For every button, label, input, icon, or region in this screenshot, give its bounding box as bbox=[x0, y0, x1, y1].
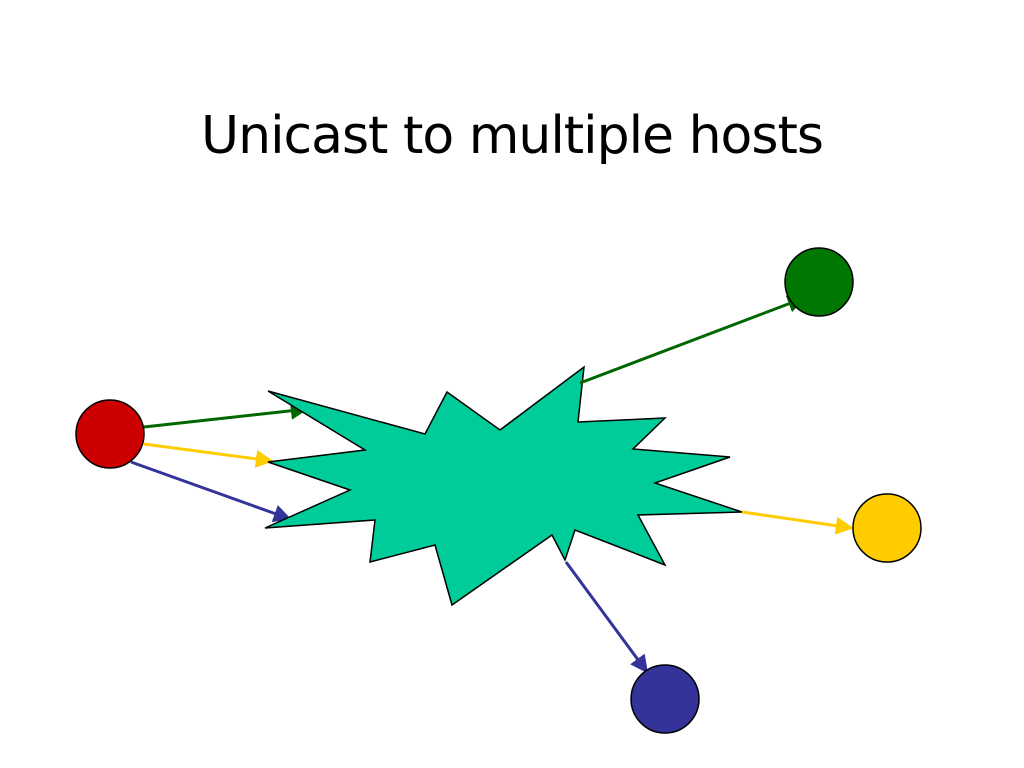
receiver-host-yellow bbox=[852, 493, 922, 563]
receiver-host-blue bbox=[630, 664, 700, 734]
flow-network-to-yellow-host bbox=[741, 510, 854, 535]
flow-sender-to-network-green bbox=[143, 401, 309, 429]
flow-sender-to-network-yellow bbox=[143, 442, 274, 468]
network-cloud bbox=[264, 365, 743, 607]
flow-sender-to-network-blue bbox=[130, 460, 292, 523]
receiver-host-green bbox=[784, 247, 854, 317]
flow-network-to-blue-host bbox=[564, 561, 649, 674]
slide-title: Unicast to multiple hosts bbox=[201, 106, 824, 166]
flow-network-to-green-host bbox=[579, 295, 806, 385]
sender-host-red bbox=[75, 399, 145, 469]
